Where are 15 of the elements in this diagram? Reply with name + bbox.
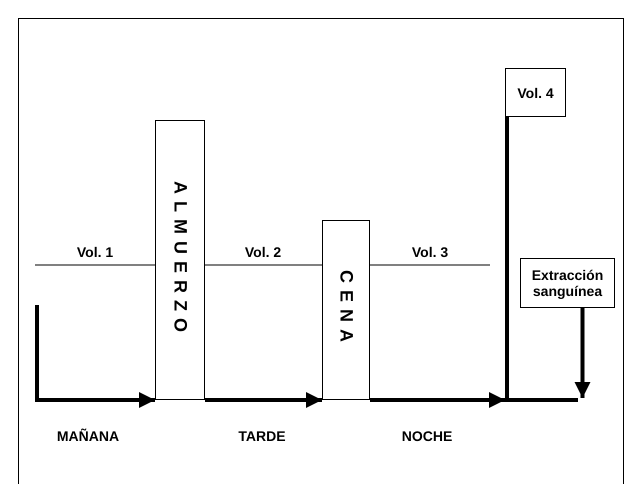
meal-bar: ALMUERZO: [155, 120, 205, 400]
volume-label: Vol. 1: [76, 244, 114, 260]
volume-box: Vol. 4: [505, 68, 566, 117]
period-label: NOCHE: [402, 428, 452, 444]
connector-line: [505, 117, 509, 402]
period-label: MAÑANA: [56, 428, 120, 444]
arrow: [35, 305, 155, 408]
meal-bar: CENA: [322, 220, 370, 400]
sample-box: Extracción sanguínea: [520, 258, 615, 308]
arrow: [205, 392, 322, 408]
volume-label: Vol. 2: [244, 244, 282, 260]
volume-label: Vol. 3: [412, 244, 448, 260]
arrow: [370, 392, 505, 408]
period-label: TARDE: [238, 428, 286, 444]
arrow: [574, 308, 590, 398]
